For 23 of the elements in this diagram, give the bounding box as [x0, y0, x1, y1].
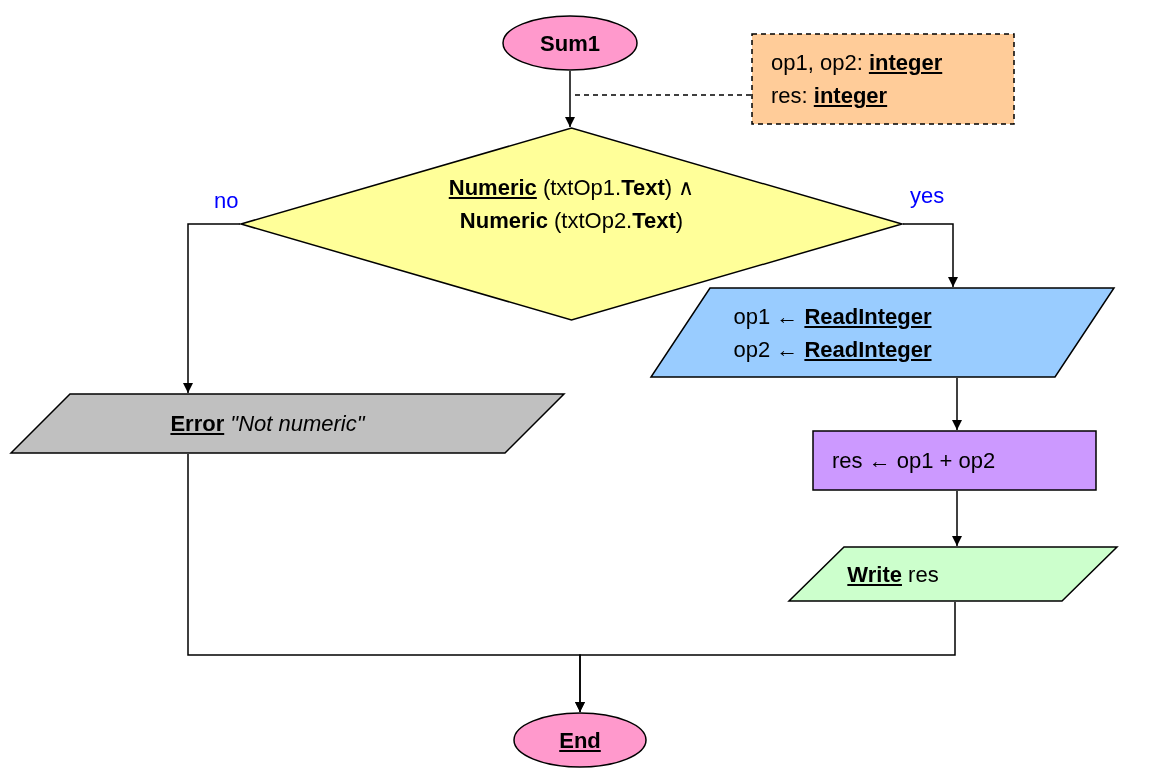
arrow — [902, 223, 958, 288]
input-parallelogram — [650, 287, 1115, 378]
node-text: op2 ← ReadInteger — [733, 335, 932, 364]
process-box — [812, 430, 1097, 491]
node-text: End — [559, 726, 601, 755]
arrow — [183, 223, 241, 394]
node-text: Error "Not numeric" — [170, 410, 365, 438]
output-parallelogram — [10, 393, 565, 454]
node-text: res ← op1 + op2 — [832, 447, 996, 475]
arrow — [952, 490, 962, 547]
node-text: Write res — [847, 560, 939, 589]
declaration-note — [751, 33, 1015, 125]
end-terminal — [513, 712, 647, 768]
arrow — [952, 377, 962, 431]
node-text: Sum1 — [540, 29, 600, 58]
arrow — [575, 601, 956, 713]
node-text: op1 ← ReadInteger — [733, 302, 932, 331]
node-text: res: integer — [771, 82, 888, 110]
node-text: op1, op2: integer — [771, 49, 943, 77]
arrow — [565, 70, 575, 128]
output-parallelogram — [788, 546, 1118, 602]
start-terminal — [502, 15, 638, 71]
node-text: Numeric (txtOp1.Text) ∧ Numeric (txtOp2.Text) — [447, 174, 696, 235]
